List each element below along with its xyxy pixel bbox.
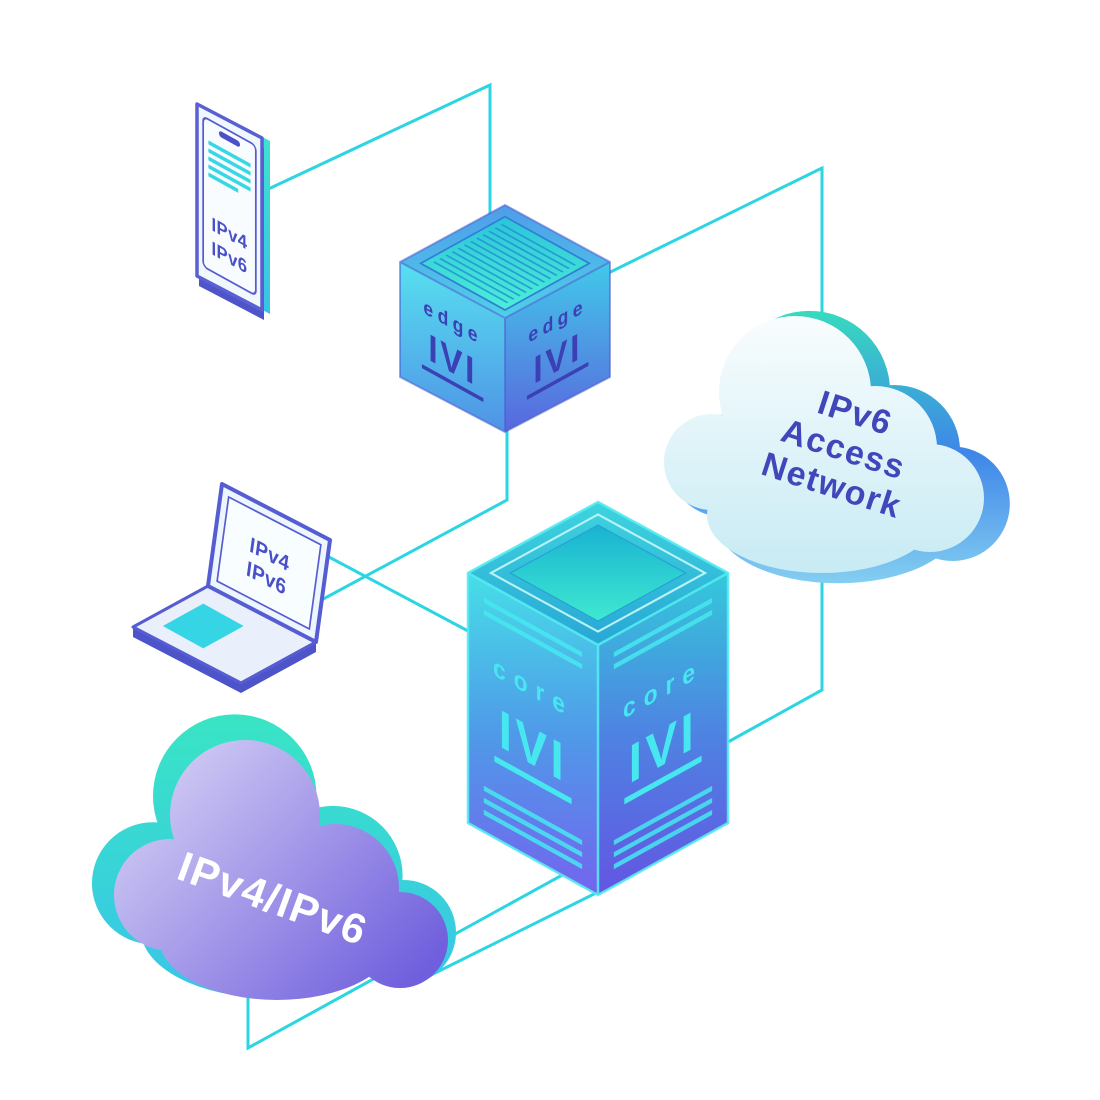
core-left-line [483, 809, 583, 870]
core-left-line [483, 797, 583, 858]
link-dualstack-core-bottom [246, 866, 576, 1051]
core-right-line [613, 609, 713, 670]
core-router-node: core IVI core IVI [466, 500, 730, 897]
laptop-screen-content: IPv4 IPv6 [216, 495, 322, 631]
core-face-left [468, 573, 598, 895]
core-left-line [483, 597, 583, 658]
edge-router-node: edge IVI edge IVI [399, 203, 611, 434]
phone-face-content: IPv4 IPv6 [202, 117, 257, 295]
link-phone-edge [261, 82, 492, 245]
core-right-line [613, 785, 713, 846]
core-right-line [613, 809, 713, 870]
smartphone-node: IPv4 IPv6 [195, 102, 270, 320]
edge-top-vents [433, 223, 577, 304]
laptop-node: IPv4 IPv6 [131, 482, 332, 693]
core-right-underline [624, 755, 702, 805]
phone-screen-lines [208, 140, 251, 193]
edge-right-underline [526, 361, 589, 400]
core-right-labels: core IVI [613, 597, 713, 870]
link-core-dualstack [424, 891, 597, 980]
edge-left-underline [421, 364, 484, 403]
laptop-screen [216, 495, 322, 631]
dual-stack-cloud-node: IPv4/IPv6 [91, 714, 457, 1000]
core-top-border [488, 513, 708, 633]
core-face-right [598, 573, 728, 895]
edge-edges-outline [399, 203, 611, 434]
core-left-underline [494, 755, 572, 805]
ipv6-access-cloud-node: IPv6 Access Network [664, 310, 1010, 584]
core-top-detail [488, 513, 708, 633]
laptop-base-thickness [133, 627, 316, 693]
link-edge-laptop [313, 430, 509, 606]
core-right-line [613, 597, 713, 658]
edge-top-detail [418, 215, 592, 311]
core-right-line [613, 797, 713, 858]
core-edges-outline [466, 500, 730, 897]
core-left-line [483, 609, 583, 670]
link-laptop-core [311, 546, 471, 634]
core-left-line [483, 785, 583, 846]
phone-notch [218, 131, 241, 147]
edge-top-inner [418, 215, 592, 311]
core-top-inner [508, 524, 688, 622]
